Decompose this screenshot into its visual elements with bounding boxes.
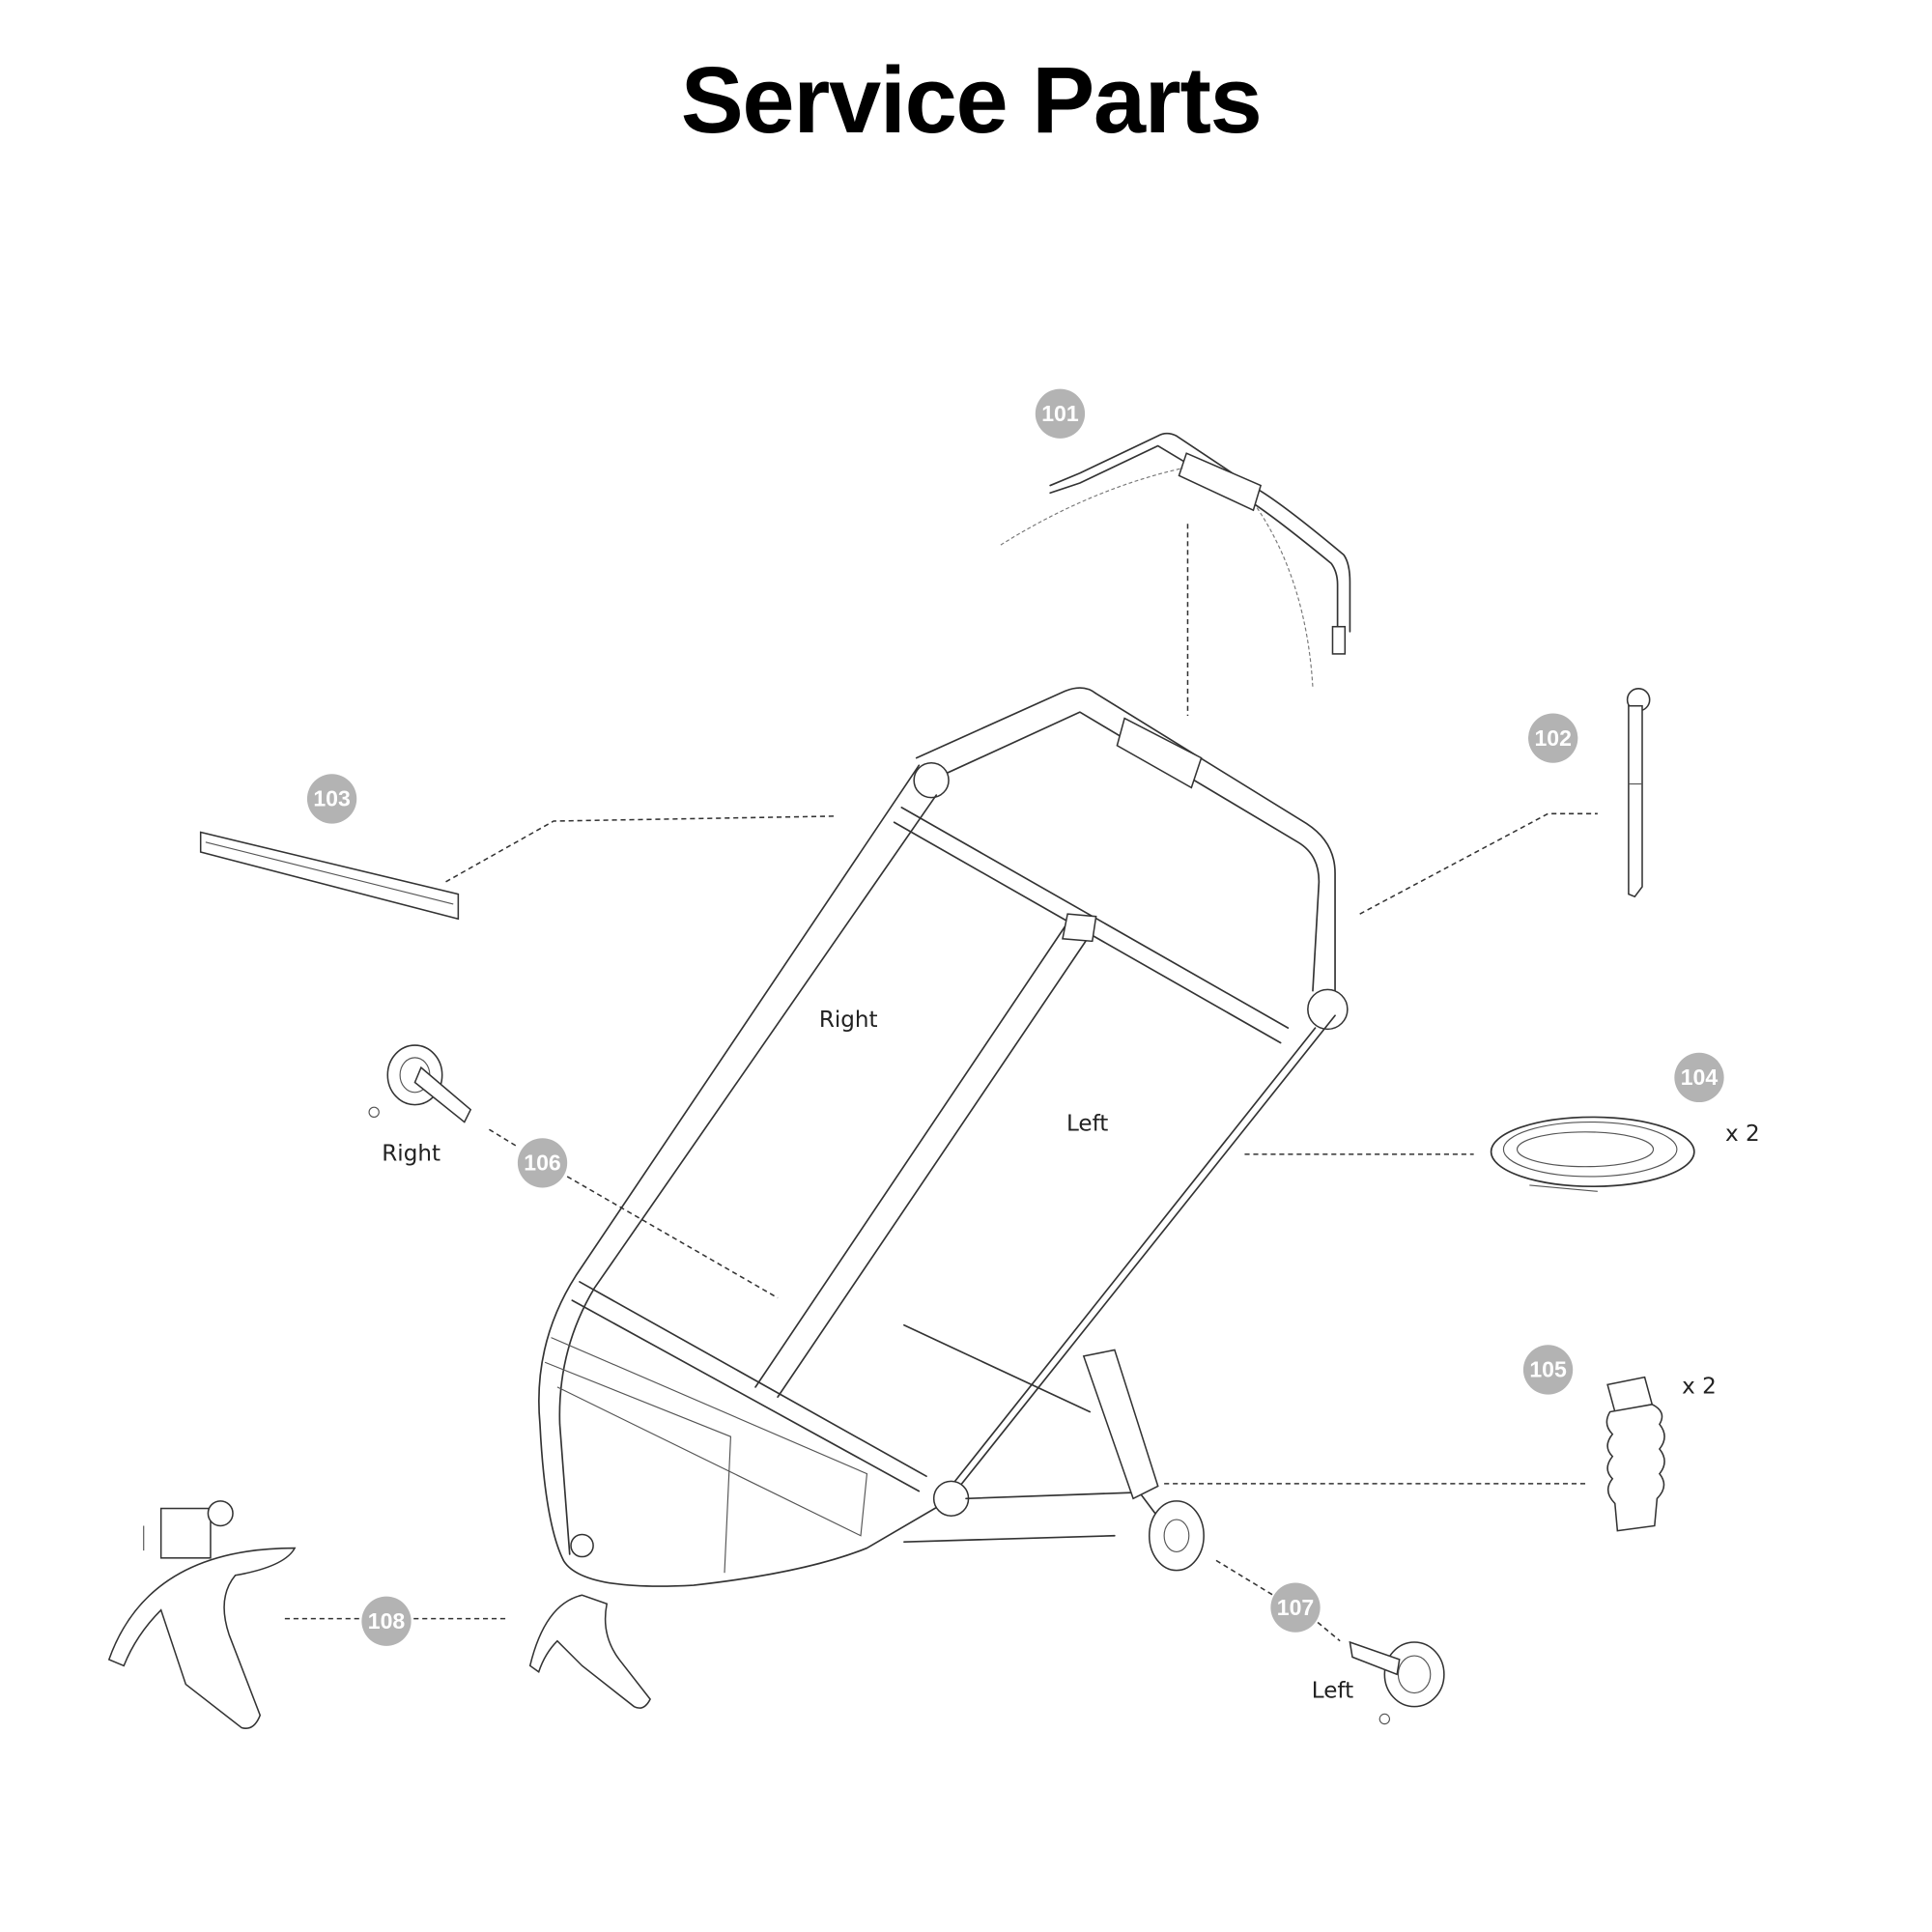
callout-103: 103 xyxy=(306,774,357,824)
callout-107: 107 xyxy=(1270,1582,1321,1633)
part-108-fork xyxy=(107,1500,297,1729)
callout-101: 101 xyxy=(1035,388,1086,439)
callout-104: 104 xyxy=(1674,1052,1724,1103)
svg-text:103: 103 xyxy=(313,786,350,811)
stroller-frame xyxy=(528,687,1349,1709)
leader-107b xyxy=(1317,1621,1341,1642)
part-107-hub-left xyxy=(1349,1640,1445,1725)
quantity-105: x 2 xyxy=(1682,1374,1717,1399)
leader-106b xyxy=(566,1176,779,1299)
part-101-handlebar xyxy=(1000,432,1351,688)
label-wheel-left: Left xyxy=(1312,1679,1353,1704)
part-103-rail xyxy=(199,831,460,921)
part-102-strap xyxy=(1626,688,1651,898)
leader-107a xyxy=(1215,1559,1274,1596)
part-105-spring xyxy=(1605,1376,1665,1532)
svg-text:102: 102 xyxy=(1534,725,1571,751)
callout-108: 108 xyxy=(361,1596,412,1646)
svg-text:101: 101 xyxy=(1041,401,1079,426)
svg-text:104: 104 xyxy=(1681,1065,1719,1090)
label-wheel-right: Right xyxy=(382,1141,440,1166)
leader-103 xyxy=(445,815,837,883)
label-frame-left: Left xyxy=(1066,1112,1108,1137)
svg-text:107: 107 xyxy=(1277,1595,1314,1620)
quantity-104: x 2 xyxy=(1725,1122,1760,1147)
part-104-cable xyxy=(1490,1116,1695,1192)
svg-text:108: 108 xyxy=(368,1608,406,1634)
callout-105: 105 xyxy=(1522,1345,1574,1395)
page-title: Service Parts xyxy=(681,47,1262,153)
callout-106: 106 xyxy=(517,1138,568,1188)
svg-text:106: 106 xyxy=(524,1151,560,1176)
leader-106a xyxy=(489,1128,519,1148)
svg-text:105: 105 xyxy=(1529,1357,1567,1382)
callout-102: 102 xyxy=(1528,713,1578,763)
leader-102 xyxy=(1359,812,1598,915)
label-frame-right: Right xyxy=(819,1008,878,1033)
leader-lines xyxy=(284,524,1598,1642)
part-106-hub-right xyxy=(368,1044,472,1123)
